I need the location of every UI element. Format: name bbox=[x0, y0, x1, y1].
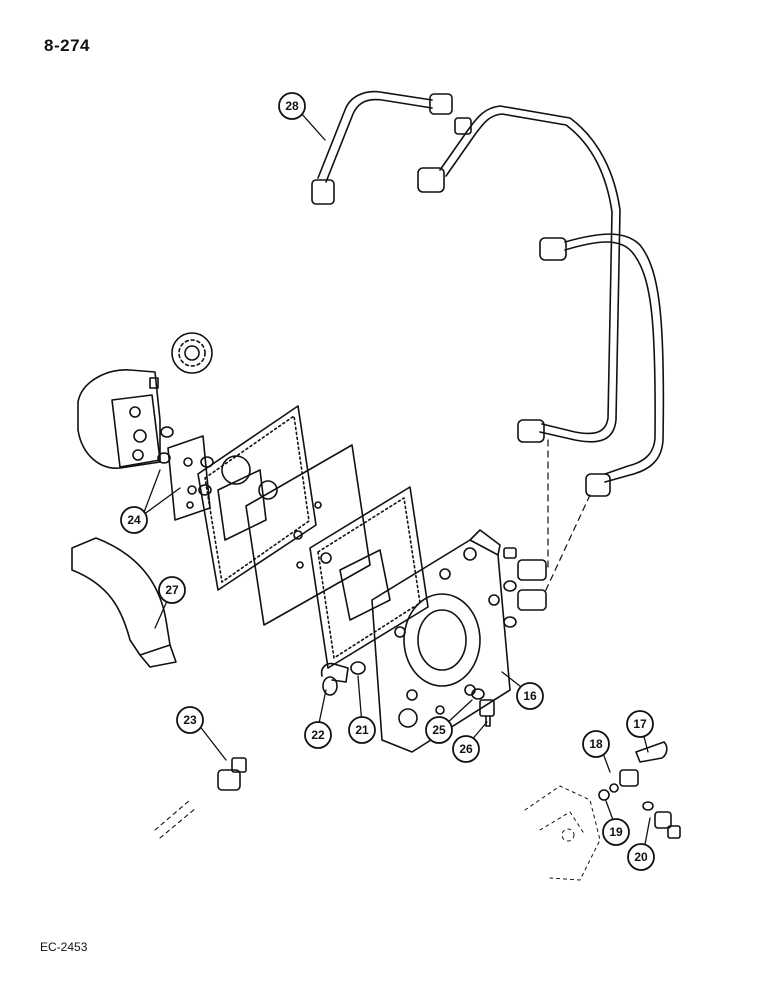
callout-17: 17 bbox=[626, 710, 654, 738]
svg-text:28: 28 bbox=[285, 99, 299, 113]
svg-text:19: 19 bbox=[609, 825, 623, 839]
separator-plate bbox=[245, 444, 371, 626]
elbow-23 bbox=[217, 757, 247, 791]
svg-text:26: 26 bbox=[459, 742, 473, 756]
arm-27 bbox=[71, 537, 177, 668]
gasket-1 bbox=[197, 405, 317, 591]
svg-text:24: 24 bbox=[127, 513, 141, 527]
tube-upper-right bbox=[417, 105, 621, 443]
tube-28 bbox=[311, 90, 453, 205]
svg-text:23: 23 bbox=[183, 713, 197, 727]
tube-lower-right bbox=[539, 233, 665, 497]
svg-text:21: 21 bbox=[355, 723, 369, 737]
housing-fittings bbox=[503, 547, 547, 628]
plug-26 bbox=[479, 699, 495, 727]
callout-16: 16 bbox=[516, 682, 544, 710]
svg-text:20: 20 bbox=[634, 850, 648, 864]
elbow-22 bbox=[320, 662, 349, 696]
o-ring-21 bbox=[350, 661, 366, 675]
callout-18: 18 bbox=[582, 730, 610, 758]
callout-26: 26 bbox=[452, 735, 480, 763]
callout-28: 28 bbox=[278, 92, 306, 120]
svg-text:25: 25 bbox=[432, 723, 446, 737]
gasket-3 bbox=[309, 486, 429, 669]
callout-20: 20 bbox=[627, 843, 655, 871]
svg-text:17: 17 bbox=[633, 717, 647, 731]
callout-21: 21 bbox=[348, 716, 376, 744]
svg-text:16: 16 bbox=[523, 689, 537, 703]
pipe-hint-23 bbox=[154, 799, 197, 839]
pump-body bbox=[77, 369, 161, 469]
callout-19: 19 bbox=[602, 818, 630, 846]
page-number: 8-274 bbox=[44, 36, 90, 55]
o-ring-25 bbox=[471, 688, 485, 700]
callouts: 28 24 27 23 22 21 25 26 16 18 17 19 20 bbox=[120, 92, 655, 871]
callout-27: 27 bbox=[158, 576, 186, 604]
figure-reference-code: EC-2453 bbox=[40, 940, 88, 954]
callout-24: 24 bbox=[120, 506, 148, 534]
callout-25: 25 bbox=[425, 716, 453, 744]
fittings-17-20 bbox=[598, 741, 681, 839]
svg-text:22: 22 bbox=[311, 728, 325, 742]
leader-lines bbox=[142, 112, 651, 856]
mounting-hint-lower-right bbox=[524, 785, 601, 881]
svg-text:18: 18 bbox=[589, 737, 603, 751]
callout-23: 23 bbox=[176, 706, 204, 734]
callout-22: 22 bbox=[304, 721, 332, 749]
drive-gear bbox=[171, 332, 213, 374]
svg-text:27: 27 bbox=[165, 583, 179, 597]
